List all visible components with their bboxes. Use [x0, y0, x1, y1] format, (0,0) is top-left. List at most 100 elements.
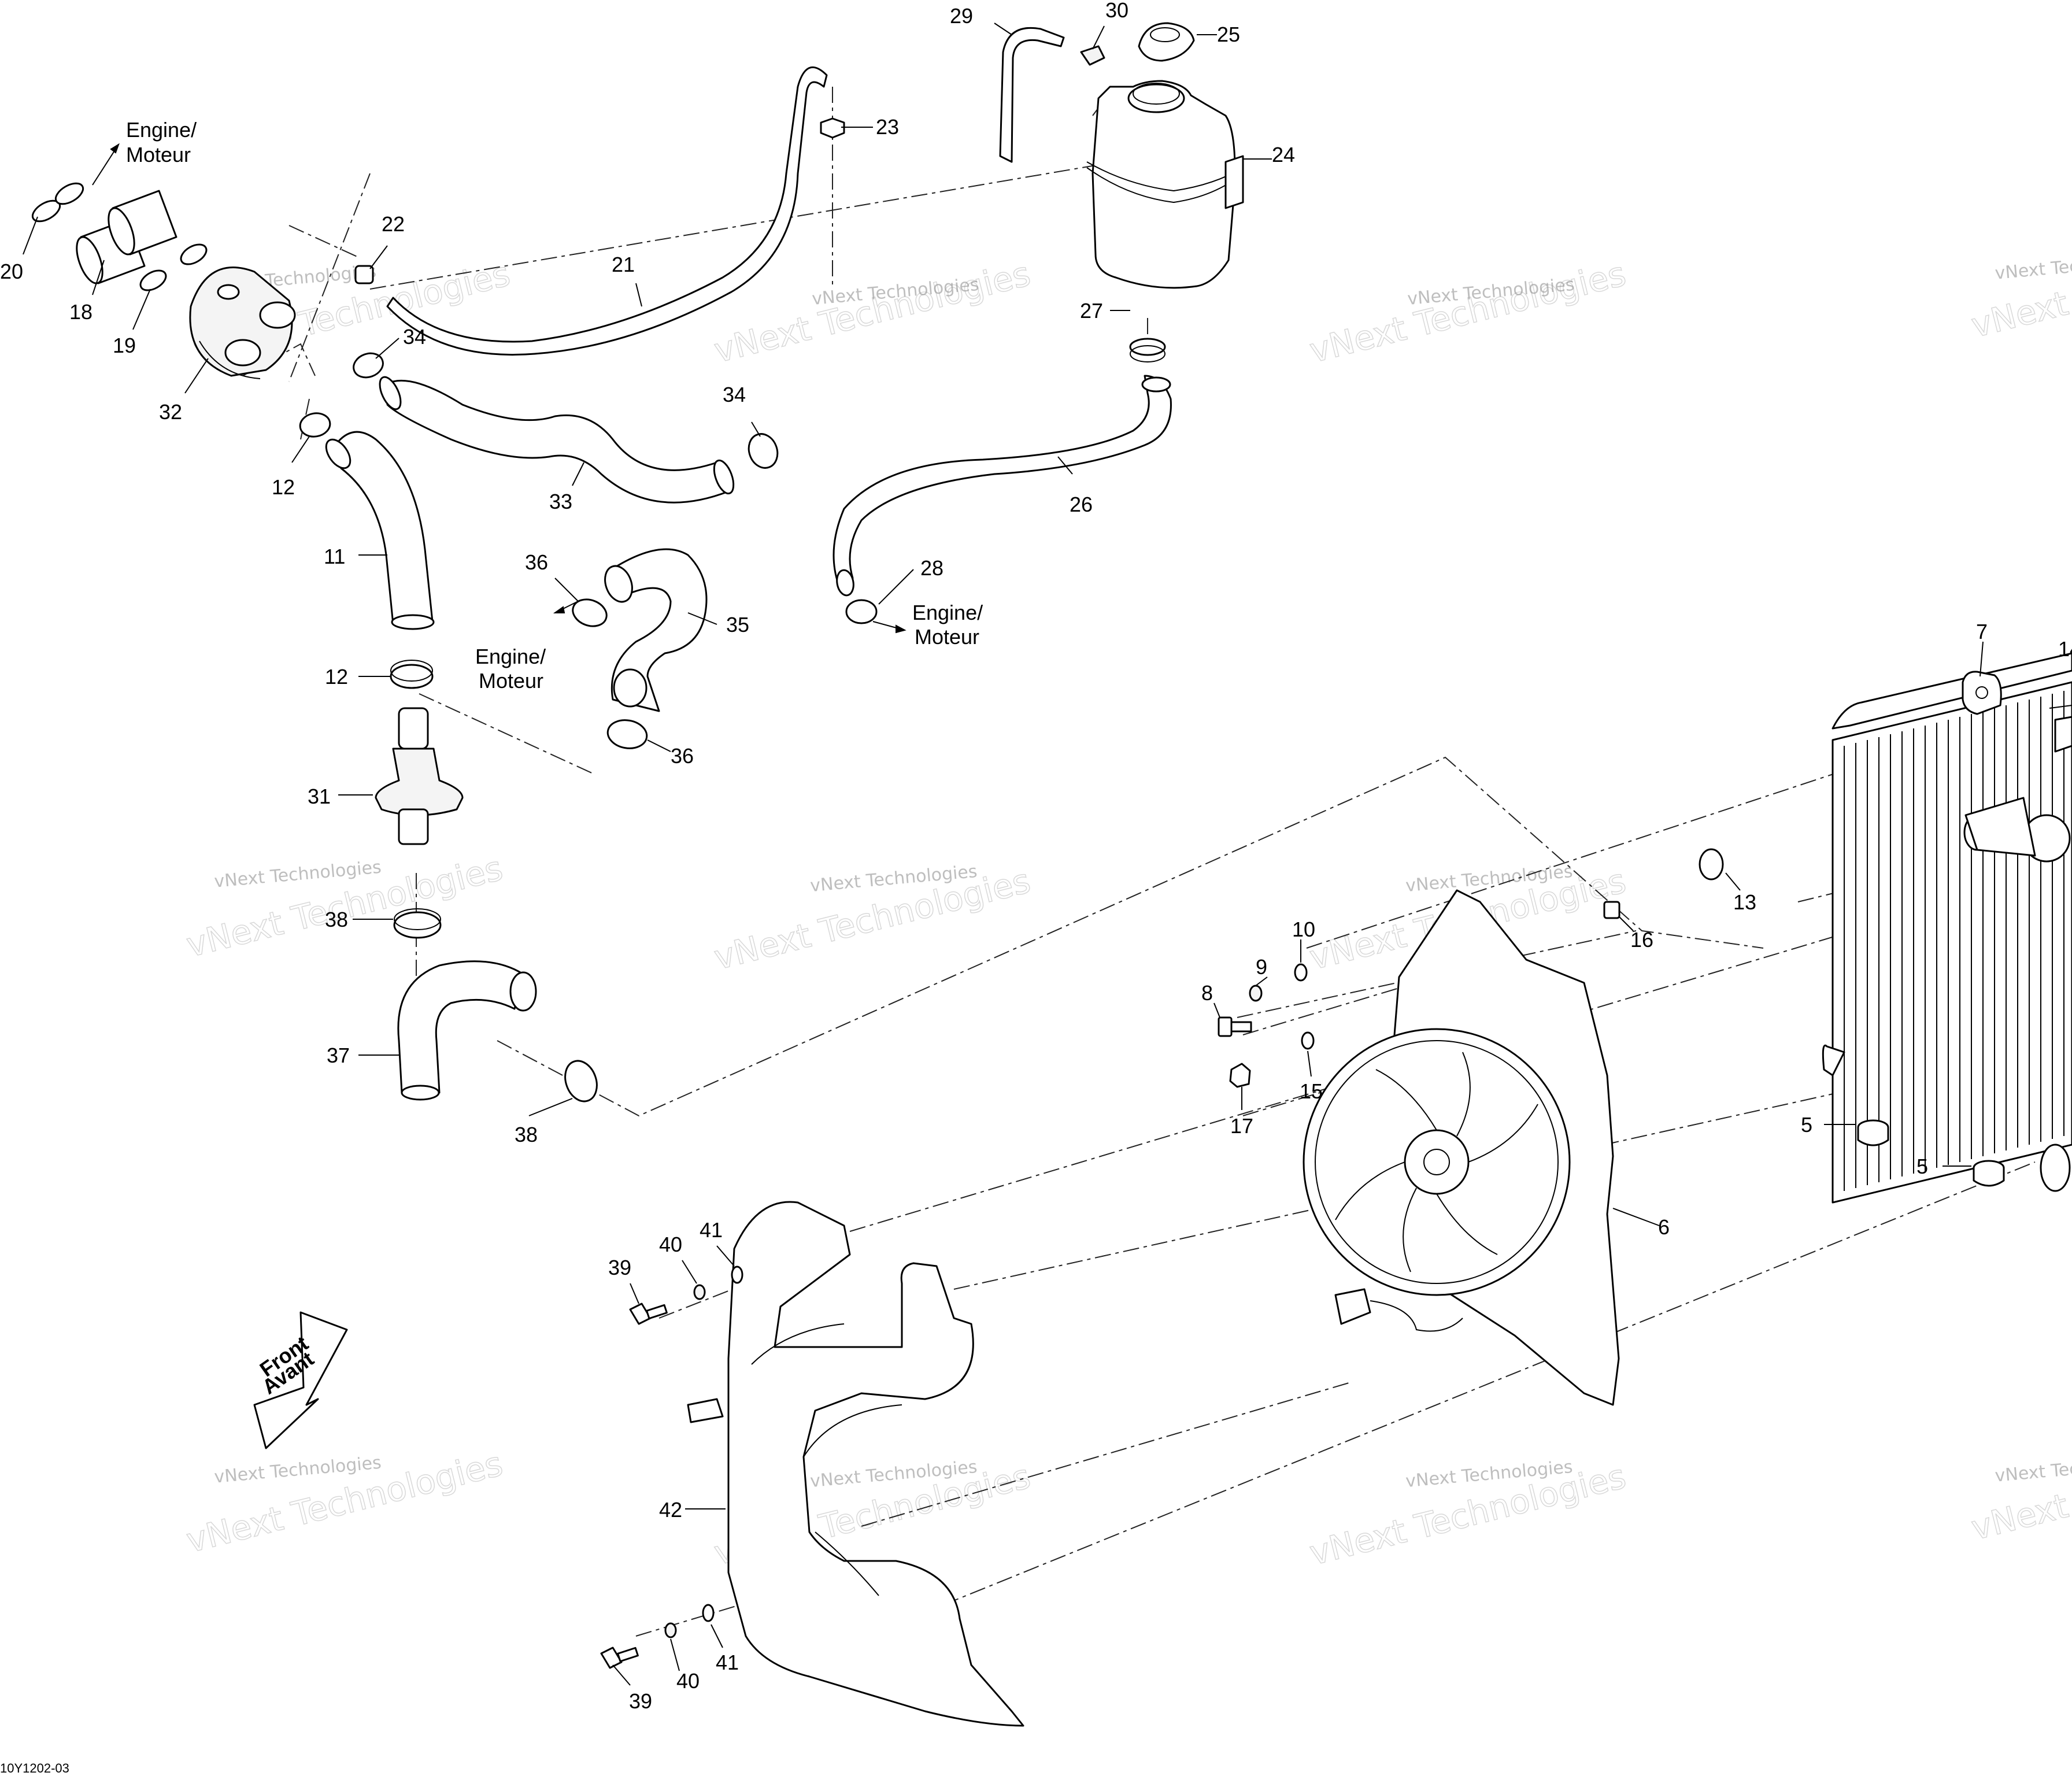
callout-25: 25 — [1217, 23, 1240, 46]
hose-11 — [325, 431, 435, 630]
assembly-line — [497, 756, 1764, 1117]
hose-35 — [604, 548, 708, 712]
clamp-34-upper — [353, 352, 384, 379]
nut-17 — [1229, 1063, 1251, 1088]
thermostat-31 — [375, 707, 464, 845]
callout-33: 33 — [549, 490, 572, 513]
clamp-36-lower — [606, 719, 648, 749]
callout-34-right: 34 — [723, 383, 746, 406]
bolt-39-lower — [600, 1646, 639, 1669]
callout-6: 6 — [1658, 1215, 1670, 1239]
clamp-38-upper — [393, 908, 442, 939]
engine-note-line1: Engine/ — [475, 645, 546, 668]
watermark-small: vNext Technologies — [1994, 249, 2072, 284]
callout-39-upper: 39 — [608, 1256, 631, 1279]
grommet-13 — [1699, 848, 1724, 880]
clamp-28 — [845, 599, 878, 624]
washer-10 — [1294, 963, 1308, 982]
callout-10: 10 — [1292, 917, 1315, 941]
engine-note-line1: Engine/ — [126, 118, 197, 142]
watermark: vNext Technologies vNext Technologies — [182, 848, 507, 965]
callout-30: 30 — [1105, 0, 1128, 22]
hose-18 — [76, 190, 177, 284]
callout-8: 8 — [1201, 981, 1213, 1005]
engine-note-3: Engine/ Moteur — [872, 601, 983, 649]
callout-numbers: 20 18 19 32 22 21 34 34 33 12 11 12 23 2… — [0, 0, 2072, 1713]
callout-13: 13 — [1733, 890, 1756, 914]
callout-41-lower: 41 — [716, 1651, 739, 1674]
watermark-large: vNext Technologies — [1967, 1431, 2072, 1548]
assembly-lines — [242, 87, 2047, 1660]
callout-15: 15 — [1300, 1079, 1323, 1103]
document-code: 10Y1202-03 — [0, 1761, 69, 1775]
engine-note-2: Engine/ Moteur — [475, 601, 579, 693]
fan-assembly-6 — [1303, 889, 1620, 1406]
cap-25 — [1138, 22, 1195, 62]
watermark: vNext Technologies vNext Technologies — [710, 860, 1035, 978]
callout-5-lower: 5 — [1916, 1155, 1928, 1178]
callout-36-upper: 36 — [525, 550, 548, 574]
washer-40-upper — [693, 1284, 706, 1300]
clamp-20 — [31, 182, 84, 223]
engine-note-1: Engine/ Moteur — [92, 118, 197, 186]
callout-22: 22 — [382, 212, 405, 236]
callout-19: 19 — [113, 334, 136, 357]
elbow-37 — [397, 960, 537, 1101]
callout-34-upper: 34 — [403, 325, 426, 349]
callout-12-lower: 12 — [325, 665, 348, 689]
coolant-tank-24 — [1086, 80, 1244, 289]
engine-note-line1: Engine/ — [912, 601, 983, 624]
washer-40-lower — [664, 1622, 677, 1638]
callout-40-lower: 40 — [676, 1669, 700, 1693]
leader-lines — [23, 23, 1984, 1686]
callout-20: 20 — [0, 260, 23, 283]
assembly-line — [288, 225, 359, 258]
assembly-line — [861, 1381, 1353, 1527]
callout-28: 28 — [920, 556, 944, 580]
clamp-12-lower — [390, 660, 434, 689]
clamp-19 — [139, 243, 208, 291]
watermark: vNext Technologies vNext Technologies — [1967, 228, 2072, 346]
clip-22 — [354, 265, 374, 284]
washer-41-lower — [702, 1604, 715, 1622]
callout-38-upper: 38 — [325, 908, 348, 931]
engine-note-line2: Moteur — [915, 625, 979, 649]
clamp-36-upper — [572, 598, 608, 627]
callout-24: 24 — [1272, 143, 1295, 166]
clamp-34-right — [748, 433, 779, 469]
washer-41-upper — [731, 1266, 743, 1284]
assembly-line — [809, 1161, 2036, 1660]
front-direction-arrow: Front Avant — [253, 1311, 348, 1449]
clamp-12-upper — [299, 412, 331, 438]
watermark: vNext Technologies vNext Technologies — [1305, 1456, 1630, 1573]
watermark: vNext Technologies vNext Technologies — [182, 1444, 507, 1561]
watermark: vNext Technologies vNext Technologies — [1305, 253, 1630, 371]
watermark-large: vNext Technologies — [1306, 254, 1630, 371]
bolt-39-upper — [629, 1303, 668, 1325]
callout-9: 9 — [1256, 955, 1267, 979]
coolant-outlet-assembly — [31, 182, 374, 379]
callout-18: 18 — [69, 300, 92, 324]
clamp-27 — [1129, 338, 1166, 362]
spacer-16 — [1603, 901, 1620, 919]
hose-29 — [999, 27, 1065, 163]
callout-12-upper: 12 — [272, 475, 295, 499]
grommet-5-lower — [1973, 1160, 2005, 1187]
callout-32: 32 — [159, 400, 182, 424]
grommet-5-upper — [1857, 1119, 1889, 1146]
callout-31: 31 — [308, 785, 331, 808]
watermark-large: vNext Technologies — [1967, 229, 2072, 346]
callout-5-upper: 5 — [1801, 1113, 1812, 1137]
callout-29: 29 — [950, 4, 973, 28]
callout-42: 42 — [659, 1498, 682, 1522]
assembly-line — [369, 161, 1116, 290]
air-duct-42 — [687, 1201, 1024, 1727]
nut-23 — [820, 117, 845, 139]
y-fitting-32 — [189, 267, 296, 379]
engine-note-line2: Moteur — [126, 143, 191, 166]
watermark: vNext Technologies vNext Technologies — [1967, 1431, 2072, 1548]
hose-21 — [386, 66, 828, 356]
assembly-line — [1242, 982, 1417, 1035]
assembly-line — [419, 693, 596, 775]
